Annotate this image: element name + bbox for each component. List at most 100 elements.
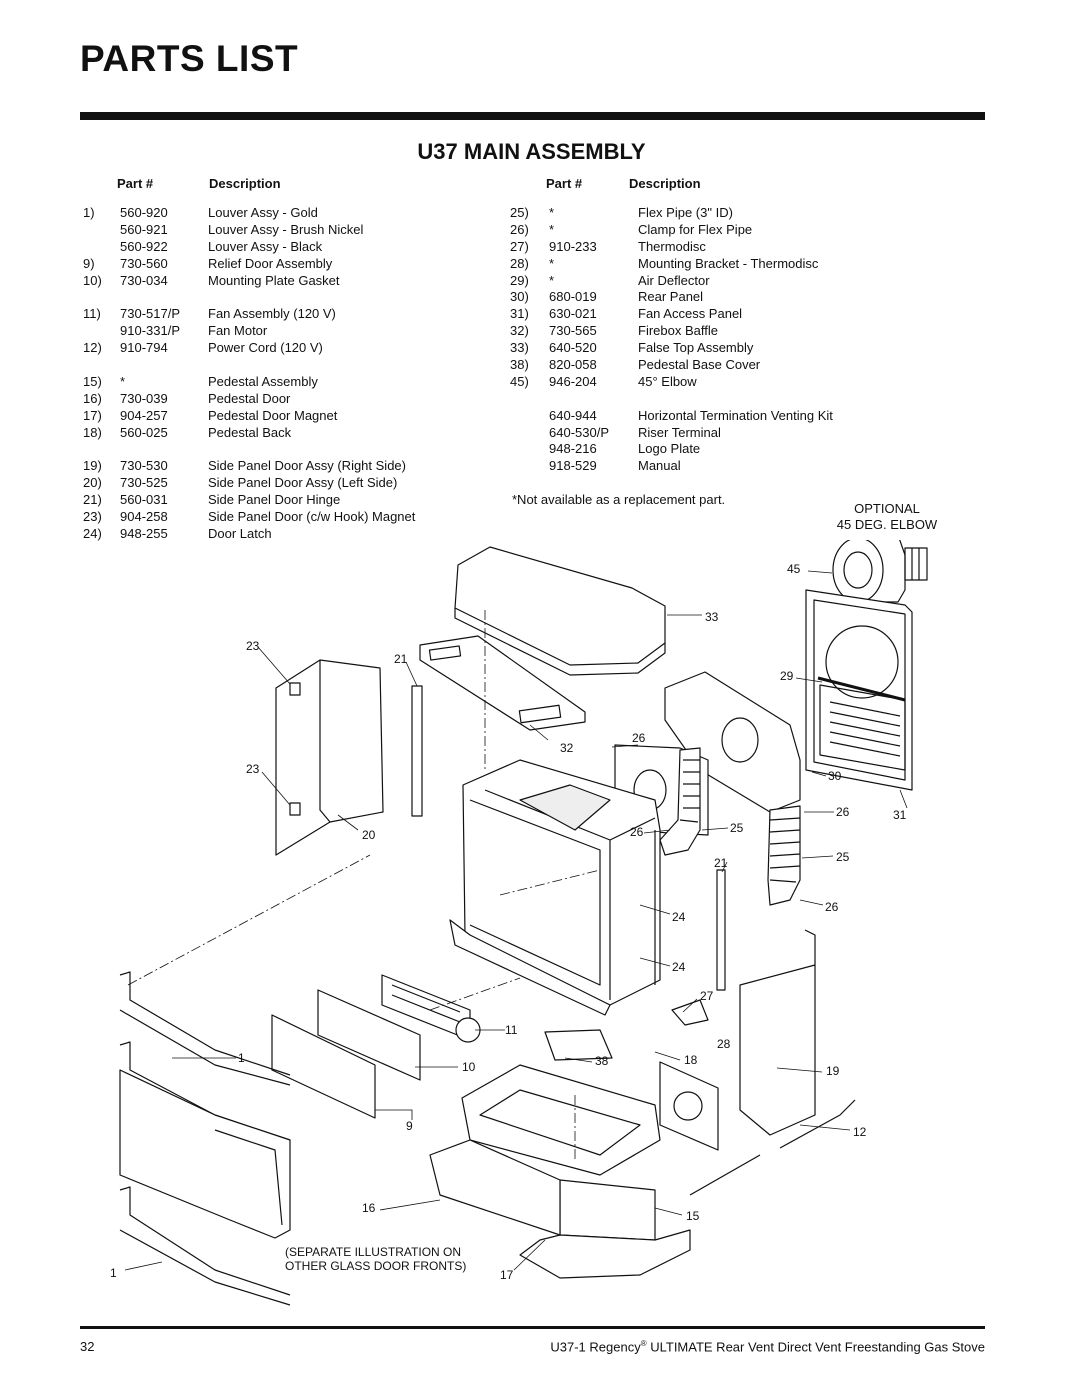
part-ref: 33) xyxy=(510,340,529,356)
part-number: 910-794 xyxy=(120,340,168,356)
callout-25-right: 25 xyxy=(836,850,850,864)
parts-row: 28)*Mounting Bracket - Thermodisc xyxy=(510,256,890,273)
part-description: Side Panel Door Assy (Left Side) xyxy=(208,475,398,491)
relief-door-part xyxy=(271,1014,376,1119)
callout-28: 28 xyxy=(717,1037,731,1051)
part-ref: 18) xyxy=(83,424,102,440)
part-ref: 32) xyxy=(510,323,529,339)
callout-45: 45 xyxy=(787,562,801,576)
part-number: * xyxy=(549,221,555,237)
callout-24-upper: 24 xyxy=(672,910,686,924)
section-title: U37 MAIN ASSEMBLY xyxy=(417,139,646,164)
part-description: Side Panel Door Assy (Right Side) xyxy=(208,458,406,474)
door-front-part xyxy=(119,1069,291,1239)
part-number: * xyxy=(549,255,555,271)
part-number: 730-525 xyxy=(120,475,168,491)
part-ref: 29) xyxy=(510,272,529,288)
parts-row: 20) 730-525 Side Panel Door Assy (Left Sid… xyxy=(80,475,460,492)
part-description: Horizontal Termination Venting Kit xyxy=(638,407,833,423)
parts-row: 640-944 Horizontal Termination Venting Ki… xyxy=(510,408,890,425)
part-description: Rear Panel xyxy=(638,289,704,305)
part-number: 946-204 xyxy=(549,373,597,389)
part-number: 640-530/P xyxy=(549,424,609,440)
callout-32: 32 xyxy=(560,741,574,755)
callout-21-left: 21 xyxy=(394,652,408,666)
part-number: 730-039 xyxy=(120,390,168,406)
callout-26-middle: 26 xyxy=(630,825,644,839)
part-number: 640-944 xyxy=(549,407,597,423)
part-number: 560-031 xyxy=(120,492,168,508)
callout-12: 12 xyxy=(853,1125,867,1139)
parts-row: 26)*Clamp for Flex Pipe xyxy=(510,222,890,239)
part-description: Riser Terminal xyxy=(638,424,721,440)
optional-label-line1: OPTIONAL xyxy=(854,501,920,516)
callout-21-right: 21 xyxy=(714,856,728,870)
callout-1-lower: 1 xyxy=(110,1266,117,1280)
part-description: Door Latch xyxy=(208,525,272,541)
right-description-header: Description xyxy=(629,176,701,191)
thermodisc-part xyxy=(671,999,709,1026)
part-number: 910-331/P xyxy=(120,323,180,339)
part-ref: 11) xyxy=(83,306,101,322)
footer-description: ULTIMATE Rear Vent Direct Vent Freestand… xyxy=(646,1339,985,1355)
page-number: 32 xyxy=(80,1339,95,1354)
callout-1-upper: 1 xyxy=(238,1051,245,1065)
parts-row: 15)*Pedestal Assembly xyxy=(80,374,460,391)
fan-assembly-part xyxy=(381,974,481,1043)
part-description: Pedestal Assembly xyxy=(208,373,318,389)
footer-title: U37-1 Regency® ULTIMATE Rear Vent Direct… xyxy=(550,1339,985,1354)
registered-mark: ® xyxy=(640,1339,647,1348)
parts-row: 24) 948-255 Door Latch xyxy=(80,526,460,543)
part-ref: 23) xyxy=(83,509,102,525)
part-description: Firebox Baffle xyxy=(638,323,718,339)
part-number: * xyxy=(549,205,555,220)
callout-10: 10 xyxy=(462,1060,476,1074)
parts-row: 640-530/P Riser Terminal xyxy=(510,425,890,442)
part-number: 820-058 xyxy=(549,357,597,373)
pedestal-part xyxy=(429,1029,719,1279)
bottom-rule xyxy=(80,1326,985,1329)
side-panel-right-part xyxy=(739,929,816,1136)
part-number: 730-565 xyxy=(549,323,597,339)
part-ref: 19) xyxy=(83,458,102,474)
flex-pipe-part xyxy=(659,747,801,906)
part-description: Manual xyxy=(638,458,681,474)
callout-38: 38 xyxy=(595,1054,609,1068)
optional-elbow-label: OPTIONAL 45 DEG. ELBOW xyxy=(830,501,944,533)
part-description: False Top Assembly xyxy=(638,340,754,356)
part-ref: 24) xyxy=(83,525,102,541)
part-description: Power Cord (120 V) xyxy=(208,340,323,356)
part-ref: 26) xyxy=(510,221,529,237)
firebox-baffle-part xyxy=(419,635,586,731)
right-part-header: Part # xyxy=(546,176,583,191)
part-ref: 38) xyxy=(510,357,529,373)
part-number: 730-530 xyxy=(120,458,168,474)
part-ref: 1) xyxy=(83,205,95,220)
false-top-part xyxy=(454,546,666,676)
hinge-right xyxy=(716,869,726,991)
part-ref: 17) xyxy=(83,407,102,423)
callout-23-upper: 23 xyxy=(246,639,260,653)
part-ref: 20) xyxy=(83,475,102,491)
leader-lines xyxy=(124,570,908,1271)
part-description: Flex Pipe (3" ID) xyxy=(638,205,733,220)
part-ref: 25) xyxy=(510,205,529,220)
part-description: Pedestal Base Cover xyxy=(638,357,761,373)
part-ref: 27) xyxy=(510,238,529,254)
part-description: Thermodisc xyxy=(638,238,706,254)
part-number: 948-255 xyxy=(120,525,168,541)
side-door-left-part xyxy=(275,659,384,856)
part-description: Side Panel Door Hinge xyxy=(208,492,341,508)
callout-15: 15 xyxy=(686,1209,700,1223)
footer-model: U37-1 Regency xyxy=(550,1339,641,1355)
